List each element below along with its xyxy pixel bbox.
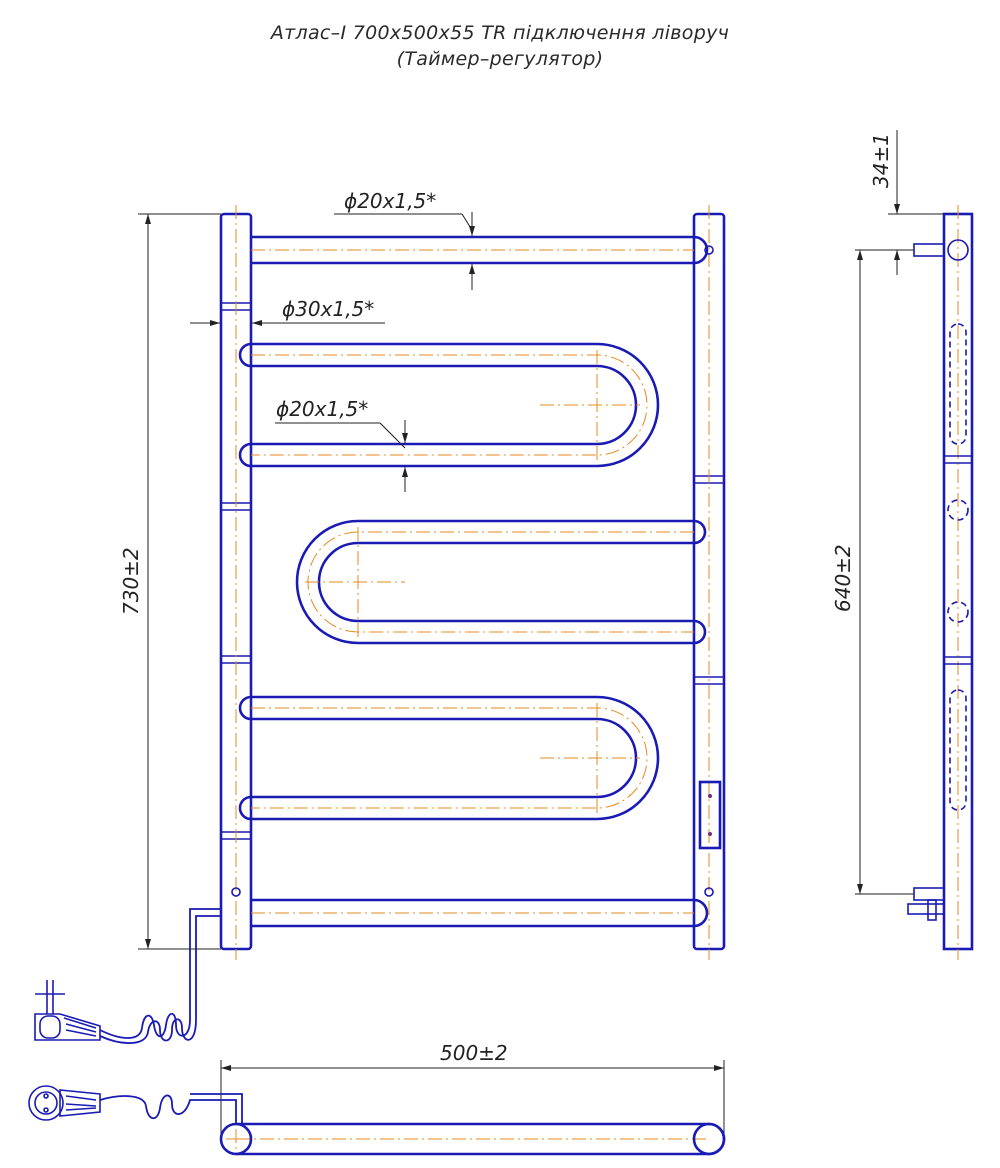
- dim-mid-pipe-label: ϕ20x1,5*: [276, 397, 368, 421]
- dim-top-pipe: ϕ20x1,5*: [334, 189, 475, 290]
- front-view: ϕ20x1,5* ϕ30x1,5* ϕ20x1,5*: [34, 189, 726, 1044]
- top-view: 500±2: [28, 1041, 726, 1156]
- dim-offset: 34±1: [855, 130, 944, 275]
- dim-axis-height-label: 640±2: [831, 544, 855, 612]
- timer-regulator: [698, 780, 722, 850]
- bottom-crossbar: [251, 898, 709, 928]
- power-cable: [99, 908, 221, 1044]
- dim-height-label: 730±2: [119, 547, 143, 615]
- serpentine-middle: [295, 519, 707, 645]
- drawing-subtitle: (Таймер–регулятор): [396, 48, 604, 70]
- dim-offset-label: 34±1: [869, 133, 893, 188]
- plug-front: [28, 1085, 101, 1121]
- right-collector: [692, 205, 726, 960]
- dim-side-collector-label: ϕ30x1,5*: [282, 297, 374, 321]
- dim-side-collector: ϕ30x1,5*: [190, 297, 385, 326]
- top-crossbar: [251, 235, 709, 265]
- serpentine-lower: [238, 695, 660, 821]
- dim-mid-pipe: ϕ20x1,5*: [275, 397, 408, 492]
- side-view: 34±1 640±2: [831, 130, 974, 960]
- dim-axis-height: 640±2: [831, 250, 914, 895]
- serpentine-upper: [238, 342, 660, 468]
- dim-width-label: 500±2: [440, 1041, 508, 1065]
- dim-height: 730±2: [119, 213, 221, 950]
- dim-top-pipe-label: ϕ20x1,5*: [344, 189, 436, 213]
- plug-side: [34, 980, 101, 1041]
- drawing-title: Атлас–I 700х500х55 TR підключення лівору…: [270, 22, 730, 44]
- left-collector: [219, 205, 253, 960]
